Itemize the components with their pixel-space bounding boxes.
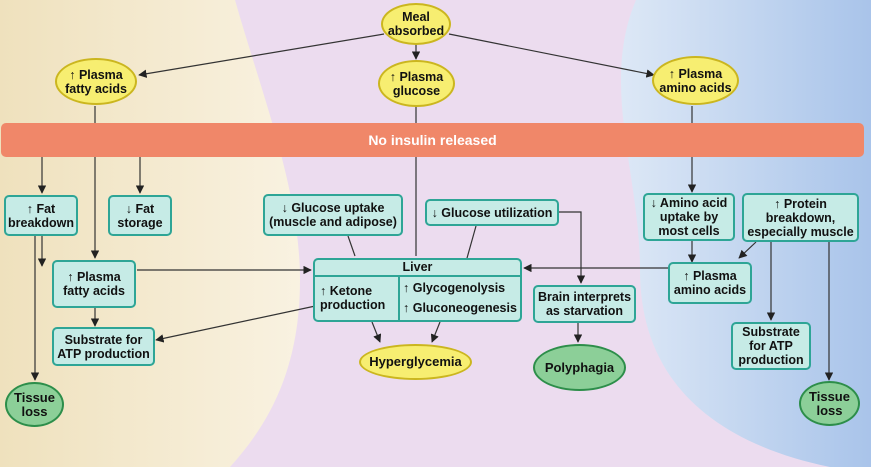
- substrate-left-node: Substrate for ATP production: [52, 327, 155, 366]
- fat-breakdown-node: ↑ Fat breakdown: [4, 195, 78, 236]
- plasma-fatty-acids-top-node: ↑ Plasma fatty acids: [55, 58, 137, 105]
- liver-panel: Liver ↑ Ketone production ↑ Glycogenolys…: [313, 258, 522, 322]
- liver-title: Liver: [315, 260, 520, 277]
- protein-breakdown-node: ↑ Protein breakdown, especially muscle: [742, 193, 859, 242]
- plasma-amino-acids-top-node: ↑ Plasma amino acids: [652, 56, 739, 105]
- polyphagia-node: Polyphagia: [533, 344, 626, 391]
- fat-storage-node: ↓ Fat storage: [108, 195, 172, 236]
- liver-ketone-production: ↑ Ketone production: [320, 284, 386, 312]
- glucose-uptake-node: ↓ Glucose uptake (muscle and adipose): [263, 194, 403, 236]
- substrate-right-node: Substrate for ATP production: [731, 322, 811, 370]
- glucose-utilization-node: ↓ Glucose utilization: [425, 199, 559, 226]
- brain-starvation-node: Brain interprets as starvation: [533, 285, 636, 323]
- plasma-amino-acids-mid-node: ↑ Plasma amino acids: [668, 262, 752, 304]
- amino-acid-uptake-node: ↓ Amino acid uptake by most cells: [643, 193, 735, 241]
- meal-absorbed-node: Meal absorbed: [381, 3, 451, 45]
- liver-gluconeogenesis: ↑ Gluconeogenesis: [403, 301, 517, 315]
- tissue-loss-left-node: Tissue loss: [5, 382, 64, 427]
- plasma-glucose-node: ↑ Plasma glucose: [378, 60, 455, 107]
- hyperglycemia-node: Hyperglycemia: [359, 344, 472, 380]
- no-insulin-banner: No insulin released: [1, 123, 864, 157]
- plasma-fatty-acids-mid-node: ↑ Plasma fatty acids: [52, 260, 136, 308]
- liver-glycogenolysis: ↑ Glycogenolysis: [403, 281, 506, 295]
- liver-divider: [398, 277, 400, 320]
- tissue-loss-right-node: Tissue loss: [799, 381, 860, 426]
